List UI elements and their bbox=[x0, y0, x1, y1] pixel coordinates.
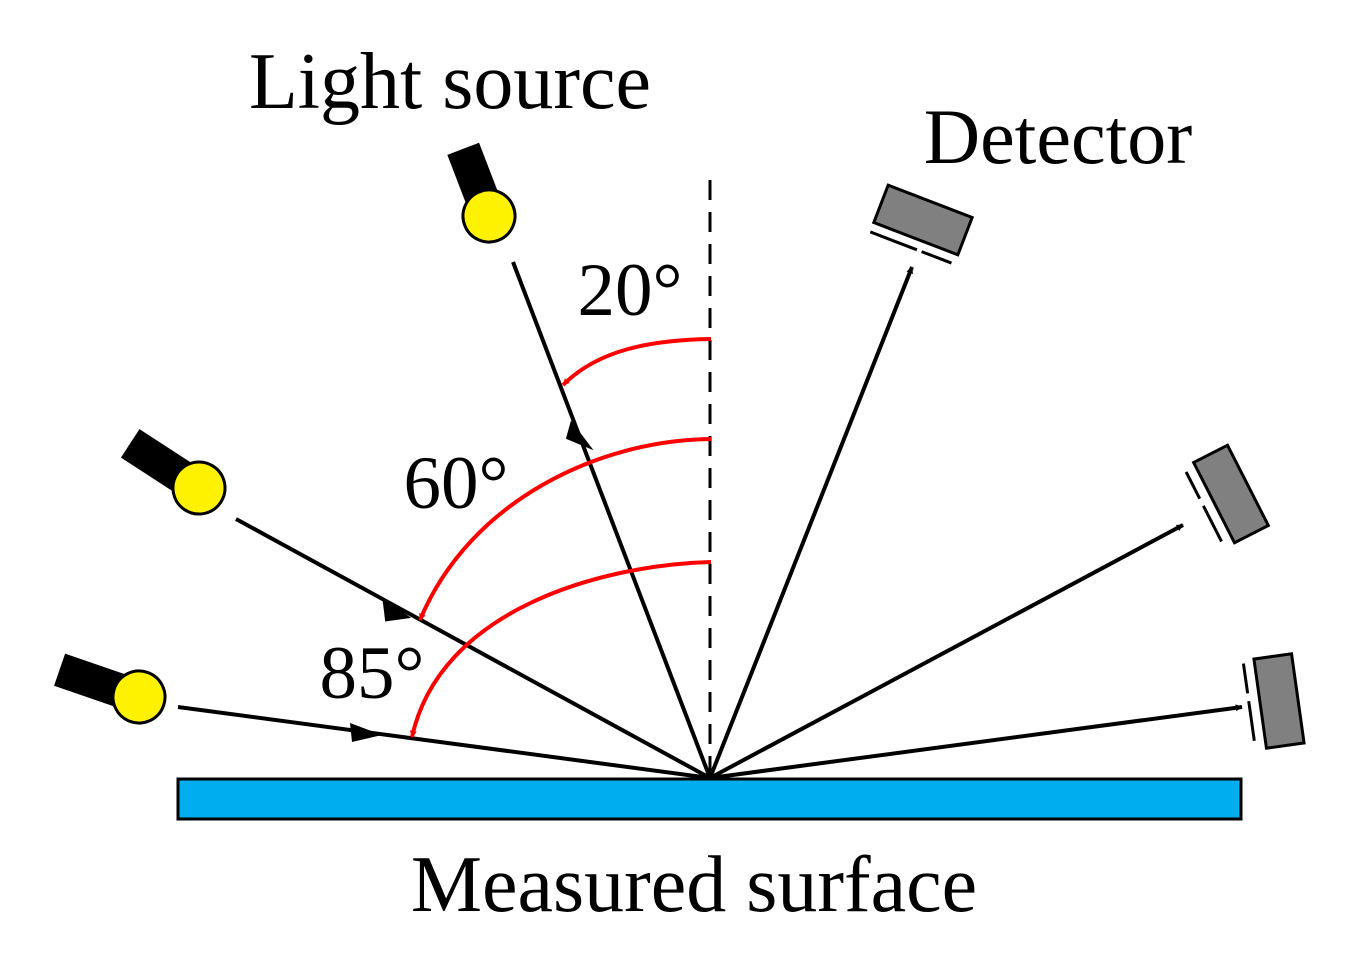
incident-ray-85 bbox=[177, 705, 711, 780]
angle-arc-20 bbox=[561, 337, 712, 387]
angle-arc-60 bbox=[418, 437, 712, 621]
reflected-ray-85 bbox=[709, 704, 1243, 780]
measured-surface-plate bbox=[176, 777, 1243, 821]
incident-ray-60 bbox=[235, 517, 711, 780]
angle-label-85: 85° bbox=[320, 632, 425, 715]
reflected-ray-20 bbox=[708, 266, 914, 779]
angle-arc-85 bbox=[409, 560, 712, 738]
ray-direction-arrow-icon bbox=[382, 597, 412, 622]
ray-direction-arrow-icon bbox=[565, 420, 594, 451]
flashlight-icon bbox=[120, 429, 227, 516]
detector-icon bbox=[1184, 443, 1271, 545]
detector-label: Detector bbox=[924, 93, 1193, 180]
detector-icon bbox=[869, 183, 975, 265]
detector-icon bbox=[1241, 652, 1306, 750]
light-source-label: Light source bbox=[249, 38, 651, 126]
ray-direction-arrow-icon bbox=[350, 723, 382, 742]
angle-label-60: 60° bbox=[404, 442, 509, 525]
flashlight-icon bbox=[447, 142, 517, 244]
measured-surface-label: Measured surface bbox=[411, 841, 977, 929]
angle-label-20: 20° bbox=[578, 249, 683, 332]
incident-ray-20 bbox=[511, 261, 712, 779]
reflected-ray-60 bbox=[709, 523, 1184, 780]
flashlight-icon bbox=[54, 653, 167, 725]
